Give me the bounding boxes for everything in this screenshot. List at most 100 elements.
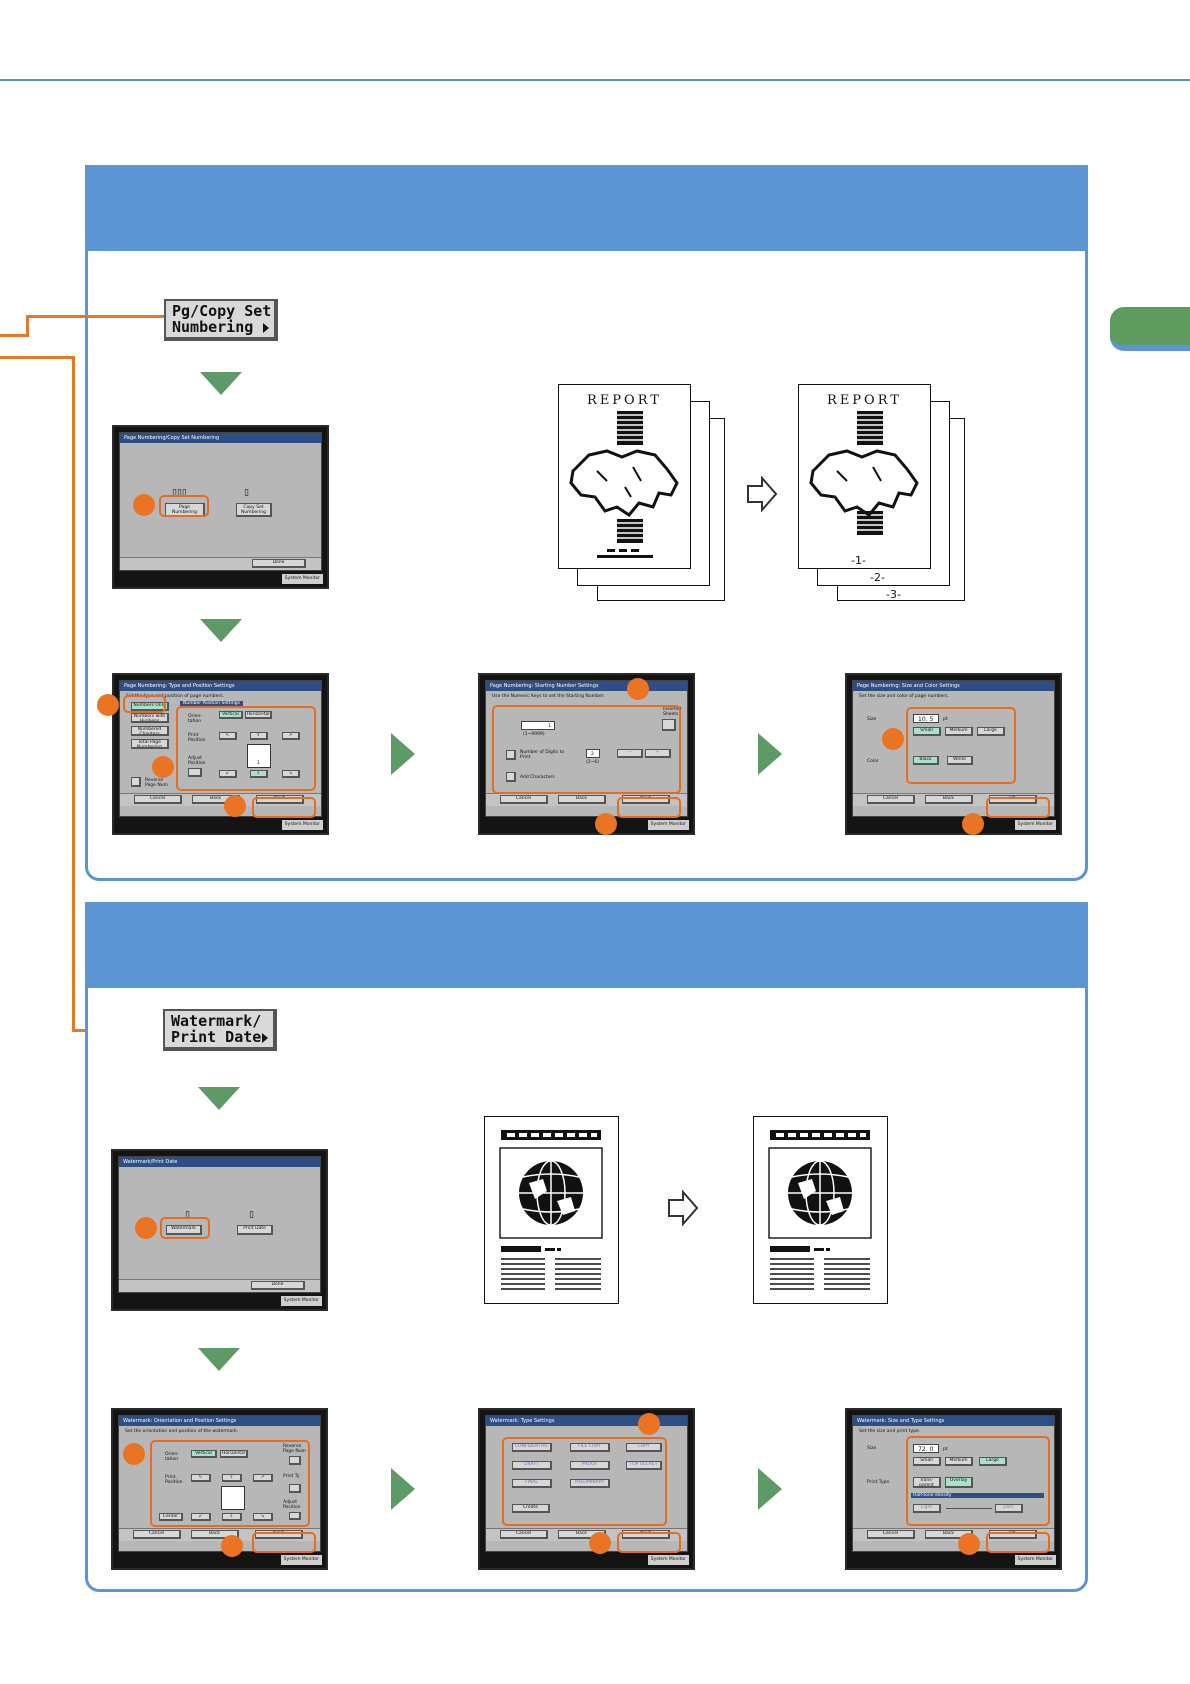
- type-label: COPY: [637, 1444, 650, 1449]
- tab-numbers-hyphens[interactable]: Numbers with Hyphens: [131, 713, 169, 723]
- position-button[interactable]: ↗: [282, 732, 300, 740]
- black-button[interactable]: Black: [913, 756, 939, 765]
- start-number-field[interactable]: 1: [521, 721, 555, 730]
- position-button[interactable]: ⇧: [250, 732, 268, 740]
- overlay-button[interactable]: Overlay: [945, 1477, 973, 1488]
- done-button[interactable]: Done: [251, 1281, 305, 1290]
- add-characters-checkbox[interactable]: [506, 772, 516, 782]
- option-label: Black: [919, 757, 932, 762]
- adjust-button[interactable]: [188, 768, 202, 777]
- light-button[interactable]: Light: [913, 1504, 941, 1513]
- watermark-print-date-button[interactable]: Watermark/ Print Date: [163, 1009, 277, 1051]
- position-button[interactable]: ⇩: [222, 1513, 242, 1521]
- screen-instruction: Set the size and color of page numbers.: [859, 694, 949, 699]
- cancel-button[interactable]: Cancel: [867, 1530, 915, 1539]
- type-option[interactable]: COPY: [626, 1443, 662, 1452]
- type-label: TOP SECRET: [629, 1462, 658, 1467]
- system-monitor-button[interactable]: System Monitor: [647, 1555, 689, 1565]
- position-button[interactable]: ↙: [191, 1513, 211, 1521]
- system-monitor-button[interactable]: System Monitor: [1014, 820, 1056, 830]
- reverse-button[interactable]: [289, 1456, 301, 1465]
- back-button[interactable]: Back: [191, 1530, 239, 1539]
- adjust-button[interactable]: [289, 1512, 301, 1520]
- report-page-front: REPORT -1-: [798, 384, 931, 569]
- vertical-button[interactable]: Vertical: [219, 711, 243, 719]
- done-button[interactable]: Done: [252, 559, 306, 568]
- plus-button[interactable]: +: [645, 749, 671, 758]
- tab-numbers-only[interactable]: Numbers Only: [131, 702, 169, 711]
- highlight-box: [159, 495, 209, 517]
- copy-set-numbering-button[interactable]: Copy Set Numbering: [236, 503, 272, 517]
- position-button[interactable]: ↖: [191, 1474, 211, 1482]
- cancel-button[interactable]: Cancel: [134, 795, 182, 804]
- screen-title: Watermark: Size and Type Settings: [853, 1416, 1054, 1426]
- system-monitor-button[interactable]: System Monitor: [280, 1296, 322, 1306]
- dark-button[interactable]: Dark: [995, 1504, 1023, 1513]
- type-option[interactable]: FINAL: [512, 1479, 552, 1488]
- type-option[interactable]: FILE COPY: [570, 1443, 610, 1452]
- tab-total-page[interactable]: Total Page Numbering: [131, 739, 169, 749]
- system-monitor-button[interactable]: System Monitor: [280, 1555, 322, 1565]
- button-label: Watermark/ Print Date: [171, 1012, 262, 1046]
- cancel-button[interactable]: Cancel: [500, 795, 548, 804]
- highlight-box: [123, 695, 166, 713]
- horizontal-button[interactable]: Horizontal: [245, 711, 272, 719]
- reverse-checkbox[interactable]: [131, 777, 141, 787]
- large-button[interactable]: Large: [979, 1457, 1007, 1466]
- digits-field[interactable]: 2: [586, 749, 600, 758]
- position-button[interactable]: ↘: [282, 770, 300, 778]
- option-label: Small: [920, 1458, 933, 1463]
- size-field[interactable]: 72. 0: [913, 1444, 939, 1453]
- tab-label: Numbered Chapters: [137, 727, 162, 736]
- print-date-button[interactable]: Print Date: [237, 1225, 273, 1235]
- back-label: Back: [210, 796, 221, 801]
- white-button[interactable]: White: [947, 756, 973, 765]
- digits-checkbox[interactable]: [506, 750, 516, 760]
- system-monitor-button[interactable]: System Monitor: [281, 574, 323, 584]
- cancel-button[interactable]: Cancel: [867, 795, 915, 804]
- medium-button[interactable]: Medium: [945, 1457, 973, 1466]
- down-arrow-icon: [200, 372, 242, 395]
- transparent-button[interactable]: Trans- parent: [913, 1477, 941, 1488]
- step-marker: [135, 1217, 157, 1239]
- position-button[interactable]: ↗: [253, 1474, 273, 1482]
- tab-numbered-chapters[interactable]: Numbered Chapters: [131, 726, 169, 736]
- pg-copy-set-numbering-button[interactable]: Pg/Copy Set Numbering: [164, 299, 278, 341]
- create-button[interactable]: Create: [512, 1504, 550, 1513]
- system-monitor-button[interactable]: System Monitor: [647, 820, 689, 830]
- back-button[interactable]: Back: [558, 795, 606, 804]
- type-label: FILE COPY: [578, 1444, 601, 1449]
- type-option[interactable]: PRELIMINARY: [570, 1479, 610, 1488]
- vertical-button[interactable]: Vertical: [191, 1450, 217, 1458]
- screen-size-color: Page Numbering: Size and Color Settings …: [845, 673, 1062, 835]
- small-button[interactable]: Small: [913, 1457, 941, 1466]
- position-button[interactable]: ↘: [253, 1513, 273, 1521]
- position-button[interactable]: ↙: [219, 770, 237, 778]
- medium-button[interactable]: Medium: [945, 727, 973, 736]
- cancel-button[interactable]: Cancel: [133, 1530, 181, 1539]
- globe-page-before: [484, 1116, 619, 1304]
- position-button[interactable]: ⇩: [250, 770, 268, 778]
- option-label: Overlay: [949, 1478, 968, 1483]
- position-button[interactable]: ⇧: [222, 1474, 242, 1482]
- size-field[interactable]: 10. 5: [913, 714, 939, 723]
- position-button[interactable]: ↖: [219, 732, 237, 740]
- print-type-button[interactable]: [289, 1484, 301, 1493]
- back-button[interactable]: Back: [925, 795, 973, 804]
- step-marker: [638, 1413, 660, 1435]
- inserted-sheets-button[interactable]: [662, 719, 676, 731]
- watermark-button[interactable]: Watermark: [166, 1225, 202, 1235]
- density-slider[interactable]: [946, 1508, 992, 1509]
- horizontal-button[interactable]: Horizontal: [220, 1450, 248, 1458]
- large-button[interactable]: Large: [977, 727, 1005, 736]
- center-button[interactable]: Center: [159, 1513, 183, 1521]
- small-button[interactable]: Small: [913, 727, 941, 736]
- type-option[interactable]: DRAFT: [512, 1461, 552, 1470]
- type-option[interactable]: PROOF: [570, 1461, 610, 1470]
- system-monitor-button[interactable]: System Monitor: [281, 820, 323, 830]
- type-option[interactable]: TOP SECRET: [626, 1461, 662, 1470]
- type-option[interactable]: CONFIDENTIAL: [512, 1443, 552, 1452]
- minus-button[interactable]: —: [617, 749, 643, 758]
- cancel-button[interactable]: Cancel: [500, 1530, 548, 1539]
- system-monitor-button[interactable]: System Monitor: [1014, 1555, 1056, 1565]
